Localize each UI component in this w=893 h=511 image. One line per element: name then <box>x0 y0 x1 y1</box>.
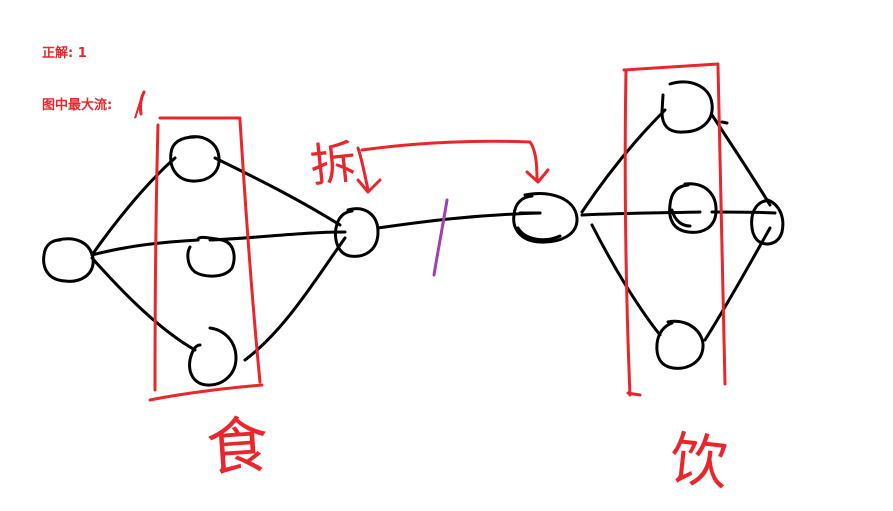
food-box-right <box>238 118 262 384</box>
edge-small-tick <box>720 120 729 125</box>
drink-box-left <box>623 68 632 397</box>
drink-node-mid <box>668 182 718 234</box>
drink-node-top <box>660 80 714 134</box>
food-node-mid <box>186 235 236 278</box>
maxflow-label: 图中最大流: <box>42 98 113 113</box>
answer-label: 正解: 1 <box>42 46 87 61</box>
split-node <box>334 207 380 258</box>
edge-drink-bottom-sink <box>703 226 772 342</box>
food-node-top <box>169 135 221 183</box>
red-annotations <box>138 62 727 402</box>
edge-drink-in-drink-mid <box>580 210 702 217</box>
split-arrow-top <box>360 139 550 184</box>
food-label: 食 <box>204 408 271 485</box>
edge-split-drink-in <box>376 211 542 230</box>
food-box-bottom <box>148 383 264 402</box>
edge-food-top-split <box>213 156 342 227</box>
drink-label: 饮 <box>667 424 732 498</box>
edge-source-food-bottom <box>90 256 197 352</box>
drink-box-right <box>716 64 727 386</box>
edge-drink-mid-sink <box>710 210 777 215</box>
capacity-mark <box>432 198 449 277</box>
handwritten-maxflow-value: / <box>134 93 143 123</box>
edge-food-mid-split <box>208 230 347 242</box>
graph-nodes <box>42 80 785 387</box>
food-node-bottom <box>188 326 238 387</box>
source-node <box>42 237 95 283</box>
drink-box-top <box>622 62 720 72</box>
food-box-left <box>153 123 160 392</box>
edge-drink-in-drink-top <box>580 108 667 214</box>
edge-source-food-mid <box>90 238 200 257</box>
drink-node-bottom <box>655 319 705 370</box>
maxflow-tick <box>138 90 146 116</box>
drink-in-node <box>512 192 579 244</box>
split-label: 拆 <box>308 134 359 193</box>
capacity-stroke <box>432 198 449 277</box>
edge-source-food-top <box>90 156 177 257</box>
split-arrow-left-stem <box>356 146 382 194</box>
edge-food-bottom-split <box>243 236 347 362</box>
sink-node <box>750 198 785 246</box>
drink-box-bottom-tick <box>626 391 642 397</box>
